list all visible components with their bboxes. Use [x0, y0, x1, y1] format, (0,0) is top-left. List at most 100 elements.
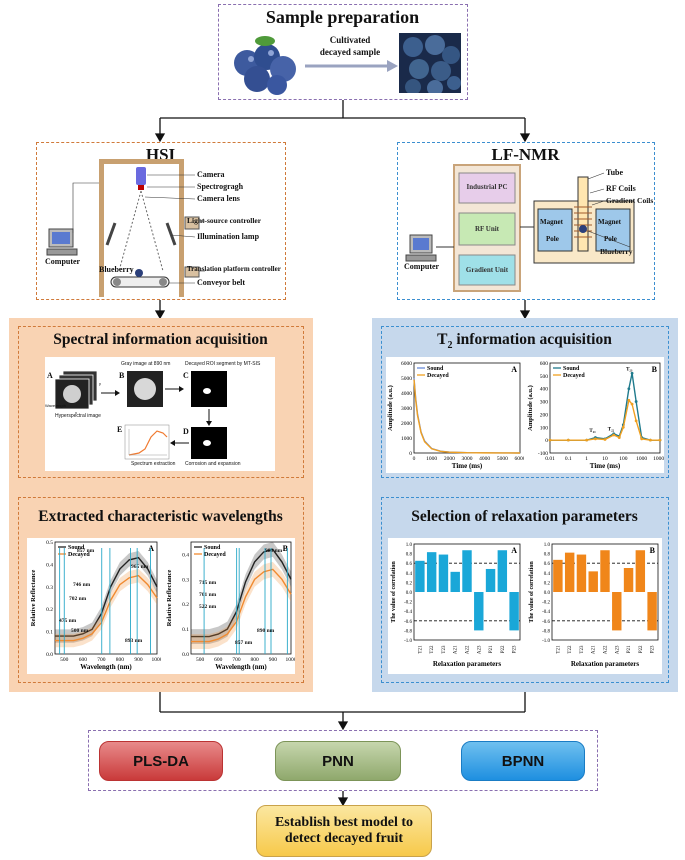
series-point	[566, 438, 570, 442]
y-tick-label: -0.2	[542, 601, 550, 606]
hsi-apparatus-diagram	[46, 159, 205, 297]
y-tick-label: 3000	[401, 406, 412, 412]
nmr-label-gradient-coils: Gradient Coils	[606, 196, 654, 205]
y-tick-label: 300	[540, 400, 549, 406]
y-tick-label: -0.6	[542, 620, 550, 625]
series-line-0	[55, 556, 158, 637]
wavelength-annotation: 475 nm	[59, 618, 77, 624]
x-tick-label: 10	[602, 456, 608, 462]
spectra-chart-a: 50060070080090010000.00.10.20.30.40.5Wav…	[30, 540, 161, 671]
y-tick-label: 0.2	[406, 581, 413, 586]
spectral-title: Spectral information acquisition	[53, 331, 268, 348]
y-tick-label: 0.6	[544, 562, 551, 567]
y-tick-label: 0.4	[46, 562, 53, 568]
bar-P23	[647, 592, 657, 631]
x-tick-label: 2000	[444, 456, 455, 462]
bar-A23	[612, 592, 622, 631]
series-point	[594, 437, 597, 441]
x-axis-label: Wavelength (nm)	[80, 663, 132, 671]
x-tick-label: T22	[568, 645, 573, 654]
nmr-label-computer: Computer	[404, 262, 440, 271]
x-tick-label: 500	[196, 657, 205, 663]
wavelength-annotation: 893 nm	[125, 638, 143, 644]
nmr-label-magnet-2: Magnet	[598, 218, 621, 226]
nmr-label-gradient-unit: Gradient Unit	[465, 266, 509, 274]
x-tick-label: P22	[639, 645, 644, 653]
spectral-panel: Spectral information acquisition	[18, 326, 304, 478]
spectra-chart-b: 50060070080090010000.00.10.20.30.4Wavele…	[166, 541, 295, 671]
legend-decayed: Decayed	[68, 552, 90, 558]
chart-letter: B	[652, 365, 658, 374]
x-tick-label: 3000	[462, 456, 473, 462]
chart-letter: A	[511, 546, 517, 555]
bar-P21	[485, 568, 496, 592]
hsi-label-computer: Computer	[45, 257, 81, 266]
wavelength-annotation: 965 nm	[131, 564, 149, 570]
wavelength-annotation: 890 nm	[257, 628, 275, 634]
y-tick-label: 0.0	[544, 591, 551, 596]
y-tick-label: 0.3	[46, 585, 53, 591]
y-tick-label: 0.1	[46, 630, 53, 636]
nmr-label-pole-2: Pole	[604, 235, 617, 243]
spectral-figure-drawing	[54, 370, 227, 460]
bar-A21	[588, 571, 598, 592]
sample-preparation-panel: Sample preparation Cultivated decayed sa…	[218, 4, 468, 100]
chart-letter: A	[511, 365, 517, 374]
spectral-label-extraction: Spectrum extraction	[131, 461, 176, 467]
wavelength-annotation: 857 nm	[235, 640, 253, 646]
hsi-label-conveyor: Conveyor belt	[197, 278, 246, 287]
legend-sound: Sound	[563, 366, 580, 372]
series-band-1	[55, 568, 157, 648]
series-band-0	[191, 542, 291, 645]
x-tick-label: 800	[251, 657, 260, 663]
x-tick-label: 0.1	[565, 456, 572, 462]
wavelength-annotation: 857 nm	[77, 548, 95, 554]
fresh-blueberries-image	[234, 36, 296, 95]
relax-title: Selection of relaxation parameters	[411, 508, 638, 525]
x-tick-label: 600	[214, 657, 223, 663]
x-tick-label: 800	[116, 657, 125, 663]
wavelength-annotation: 715 nm	[199, 580, 217, 586]
bar-A23	[474, 592, 484, 631]
bar-T22	[564, 552, 575, 592]
y-tick-label: 0.1	[182, 627, 189, 633]
series-point	[548, 438, 552, 442]
wavelength-annotation: 746 nm	[73, 582, 91, 588]
y-axis-label: Relative Reflectance	[30, 570, 37, 627]
extracted-title: Extracted characteristic wavelengths	[38, 508, 283, 525]
x-axis-label: Relaxation parameters	[433, 660, 502, 668]
y-tick-label: -0.6	[404, 620, 412, 625]
nmr-label-magnet-1: Magnet	[540, 218, 563, 226]
decayed-blueberries-image	[399, 33, 461, 93]
spectral-label-x: x	[75, 410, 77, 415]
x-tick-label: A23	[477, 645, 482, 654]
y-tick-label: 600	[540, 361, 549, 367]
x-tick-label: P22	[501, 645, 506, 653]
x-tick-label: T23	[442, 645, 447, 654]
nmr-title: LF-NMR	[491, 145, 560, 164]
y-tick-label: -0.2	[404, 601, 412, 606]
spectral-label-b: B	[119, 371, 125, 380]
y-tick-label: 1.0	[544, 543, 551, 548]
wavelength-annotation: 500 nm	[71, 628, 89, 634]
x-tick-label: 100	[619, 456, 628, 462]
final-result-box: Establish best model to detect decayed f…	[256, 805, 432, 857]
y-tick-label: 0.0	[182, 652, 189, 658]
series-point	[658, 438, 662, 442]
hsi-label-camera: Camera	[197, 170, 225, 179]
hsi-label-lamp: Illumination lamp	[197, 232, 260, 241]
spectral-label-hyper: Hyperspectral image	[55, 413, 101, 419]
peak-label: T₂₂	[608, 428, 615, 433]
y-tick-label: -0.4	[404, 610, 412, 615]
y-tick-label: -0.8	[404, 629, 412, 634]
extracted-panel: Extracted characteristic wavelengths 500…	[18, 497, 304, 683]
series-line-1	[550, 398, 660, 441]
series-line-0	[191, 548, 292, 638]
t2-title-t: T	[437, 331, 448, 348]
x-tick-label: 4000	[479, 456, 490, 462]
y-tick-label: 100	[540, 425, 549, 431]
spectral-label-e: E	[117, 425, 123, 434]
y-tick-label: -1.0	[542, 639, 550, 644]
plot-frame	[413, 543, 521, 641]
